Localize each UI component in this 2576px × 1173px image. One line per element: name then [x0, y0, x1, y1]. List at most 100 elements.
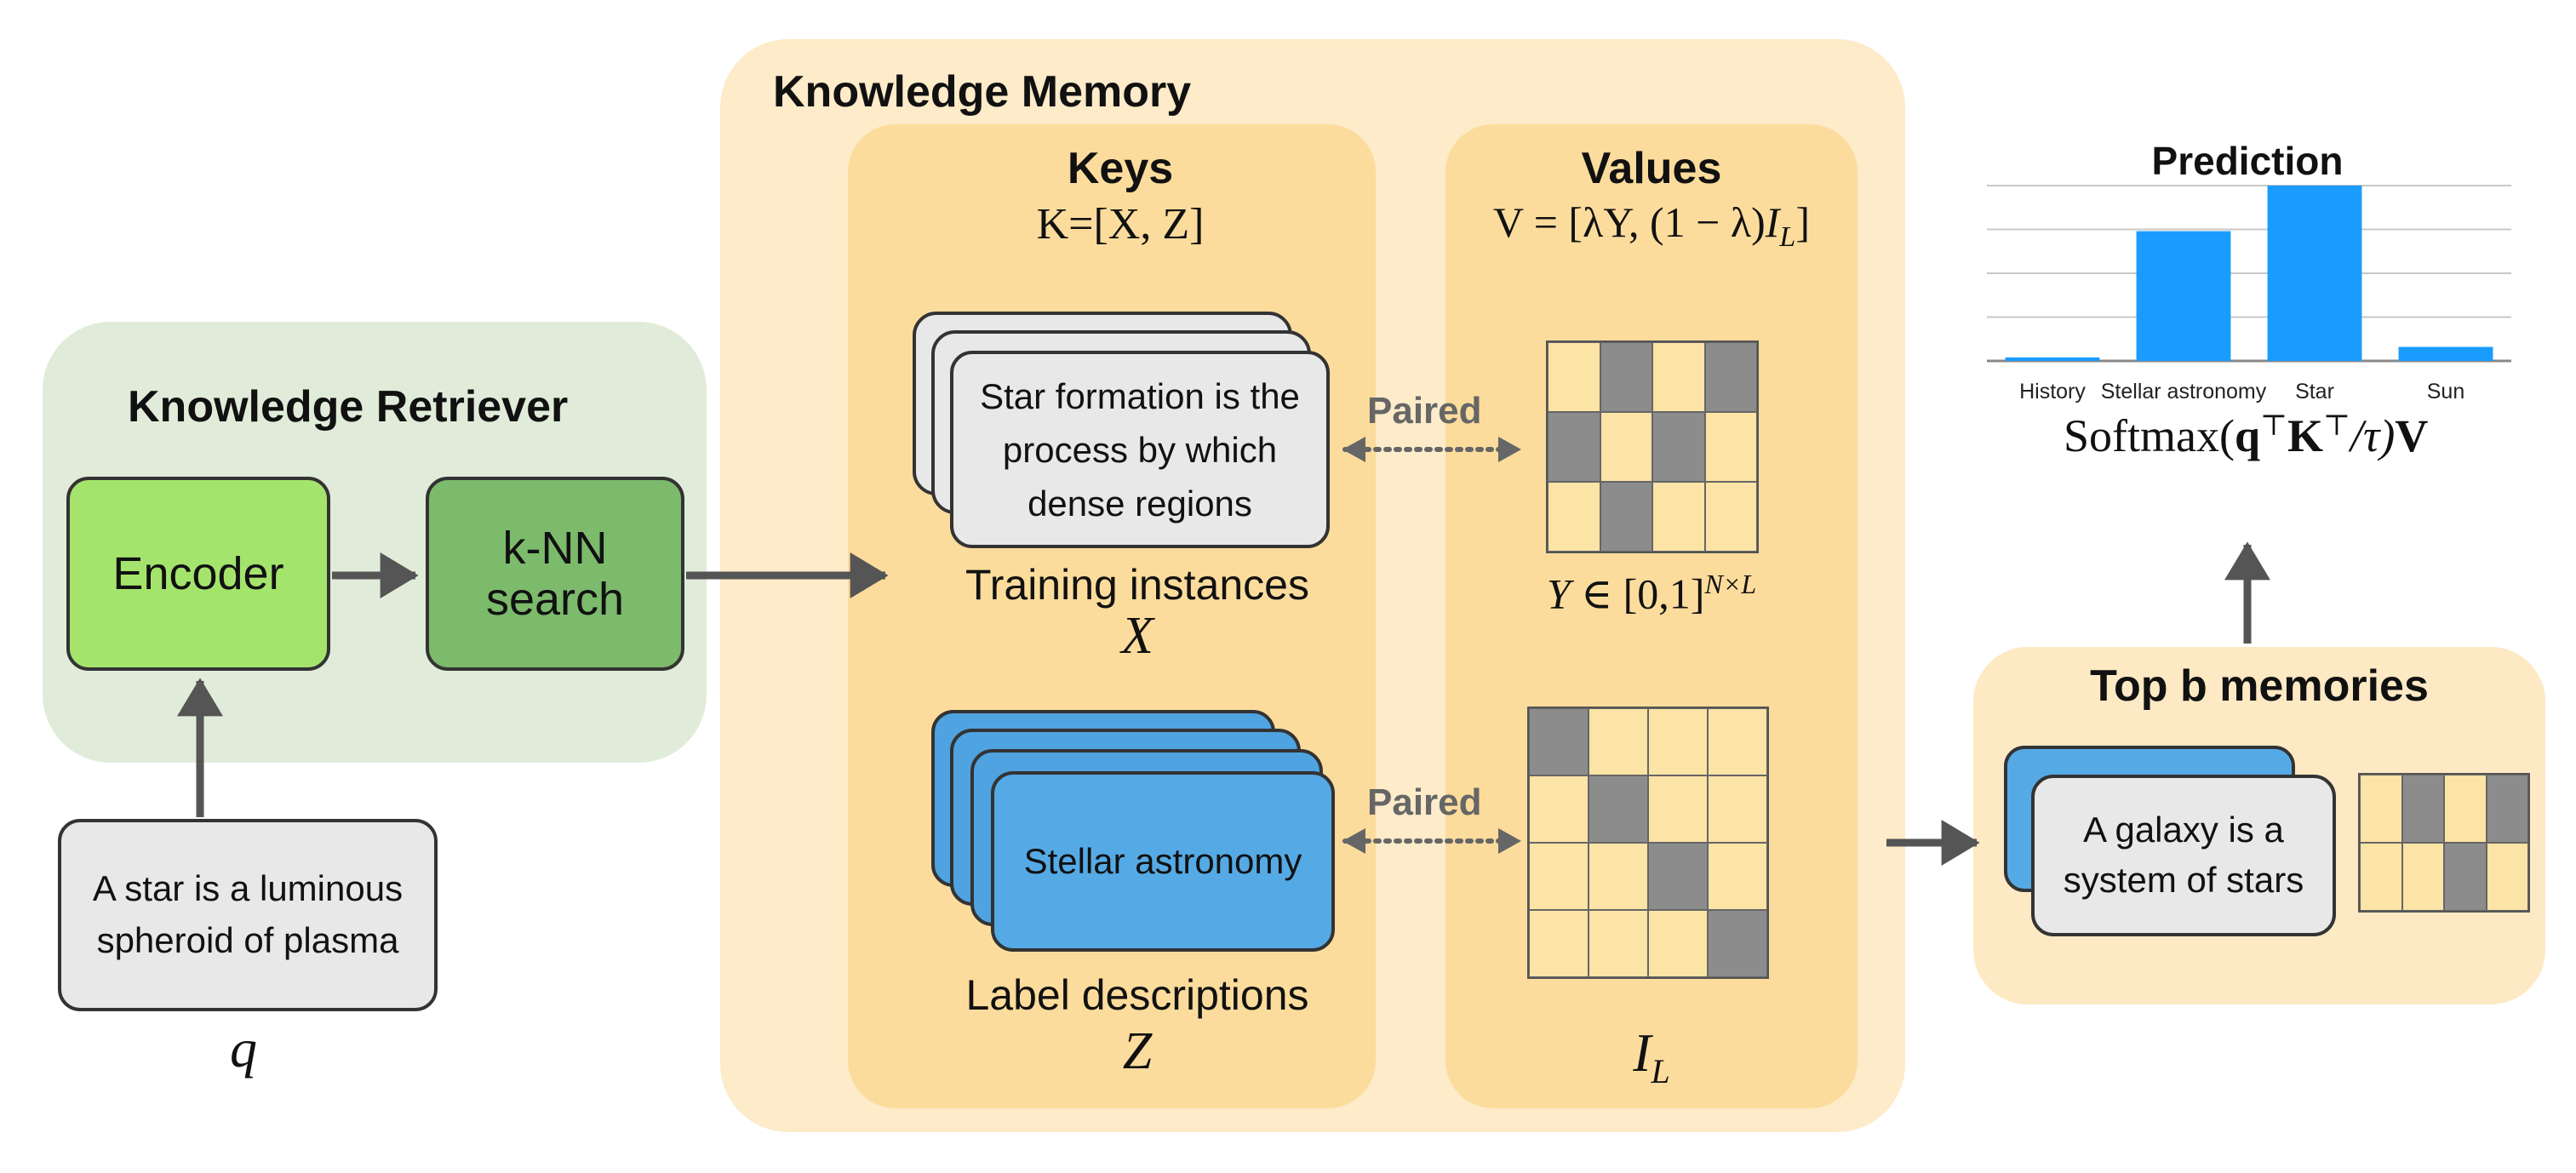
y-matrix-cell: [1600, 482, 1652, 552]
instance-line2: process by which: [1002, 429, 1278, 470]
encoder-label: Encoder: [112, 548, 284, 599]
tick-label: Sun: [2427, 380, 2464, 403]
top-matrix-cell: [2401, 775, 2444, 843]
il-matrix-cell: [1708, 708, 1767, 775]
knn-search-box: k-NN search: [426, 477, 684, 671]
y-matrix-cell: [1704, 482, 1757, 552]
formula-t2: ⊤: [2323, 410, 2351, 442]
y-matrix-cell: [1600, 412, 1652, 482]
top-card-line2: system of stars: [2063, 860, 2304, 900]
prediction-formula: Softmax(q⊤K⊤/τ)V: [2064, 409, 2428, 462]
il-matrix-cell: [1648, 910, 1708, 977]
tick-label: Stellar astronomy: [2101, 380, 2267, 403]
instances-symbol: X: [1121, 607, 1153, 665]
bar-history: [2005, 357, 2100, 361]
knn-label-line2: search: [485, 574, 625, 625]
values-formula: V = [λY, (1 − λ)IL]: [1445, 197, 1858, 254]
il-matrix-cell: [1529, 775, 1589, 843]
formula-k: K: [2287, 410, 2324, 461]
y-matrix-cell: [1652, 482, 1705, 552]
y-matrix-cell: [1704, 342, 1757, 412]
top-matrix-cell: [2444, 775, 2487, 843]
il-matrix-cell: [1708, 910, 1767, 977]
y-matrix-cell: [1548, 412, 1600, 482]
paired-label-bottom: Paired: [1367, 781, 1482, 823]
y-matrix-cell: [1652, 412, 1705, 482]
top-matrix: [2358, 773, 2530, 913]
knowledge-memory-title: Knowledge Memory: [773, 67, 1192, 117]
instance-card: Star formation is the process by which d…: [950, 351, 1330, 548]
il-matrix: [1527, 707, 1769, 979]
y-matrix-label: Y ∈ [0,1]N×L: [1445, 569, 1858, 619]
y-matrix-cell: [1704, 412, 1757, 482]
y-matrix-cell: [1548, 342, 1600, 412]
keys-formula: K=[X, Z]: [1036, 200, 1205, 249]
values-formula-i: I: [1765, 198, 1780, 246]
formula-v: V: [2395, 410, 2429, 461]
y-matrix-cell: [1548, 482, 1600, 552]
values-formula-prefix: V = [λY, (1 − λ): [1493, 198, 1766, 246]
il-matrix-cell: [1648, 843, 1708, 910]
il-matrix-cell: [1648, 775, 1708, 843]
values-formula-suffix: ]: [1795, 198, 1810, 246]
il-matrix-cell: [1529, 843, 1589, 910]
encoder-box: Encoder: [66, 477, 330, 671]
top-matrix-cell: [2486, 843, 2528, 911]
il-matrix-cell: [1529, 708, 1589, 775]
y-matrix: [1546, 340, 1759, 553]
il-matrix-cell: [1529, 910, 1589, 977]
il-matrix-cell: [1708, 775, 1767, 843]
il-matrix-cell: [1708, 843, 1767, 910]
top-card-line1: A galaxy is a: [2083, 810, 2284, 850]
il-sub: L: [1651, 1051, 1670, 1090]
top-matrix-cell: [2360, 775, 2402, 843]
instances-caption: Training instances: [965, 561, 1309, 609]
il-matrix-cell: [1589, 775, 1648, 843]
labels-symbol: Z: [1122, 1022, 1153, 1080]
il-label: IL: [1445, 1021, 1858, 1091]
il-matrix-cell: [1589, 708, 1648, 775]
il-matrix-cell: [1589, 843, 1648, 910]
y-sup: N×L: [1704, 569, 1757, 599]
top-card: A galaxy is a system of stars: [2031, 775, 2336, 936]
il-symbol: I: [1633, 1022, 1652, 1083]
top-matrix-cell: [2486, 775, 2528, 843]
instance-line3: dense regions: [1028, 483, 1252, 524]
knowledge-retriever-title: Knowledge Retriever: [128, 382, 569, 432]
labels-caption: Label descriptions: [965, 971, 1309, 1019]
query-box: A star is a luminous spheroid of plasma: [58, 819, 438, 1011]
tick-label: Star: [2295, 380, 2334, 403]
query-line2: spheroid of plasma: [96, 920, 399, 960]
bar-sun: [2398, 346, 2493, 361]
il-matrix-cell: [1589, 910, 1648, 977]
formula-tail: /τ): [2350, 410, 2396, 461]
tick-label: History: [2019, 380, 2086, 403]
bar-stellar-astronomy: [2136, 231, 2231, 361]
y-matrix-cell: [1600, 342, 1652, 412]
formula-t1: ⊤: [2260, 410, 2288, 442]
il-matrix-cell: [1648, 708, 1708, 775]
paired-label-top: Paired: [1367, 390, 1482, 432]
query-line1: A star is a luminous: [92, 868, 404, 909]
top-memories-title: Top b memories: [2090, 661, 2429, 711]
instance-line1: Star formation is the: [980, 375, 1300, 416]
keys-title: Keys: [1067, 144, 1174, 193]
knn-label-line1: k-NN: [502, 522, 608, 574]
y-set: ∈ [0,1]: [1570, 569, 1705, 618]
top-matrix-cell: [2444, 843, 2487, 911]
values-title: Values: [1581, 144, 1722, 193]
top-matrix-cell: [2360, 843, 2402, 911]
values-formula-sub: L: [1779, 221, 1796, 253]
label-text: Stellar astronomy: [1023, 841, 1302, 881]
y-symbol: Y: [1546, 569, 1571, 618]
top-matrix-cell: [2401, 843, 2444, 911]
label-card: Stellar astronomy: [991, 771, 1335, 952]
formula-q: q: [2234, 410, 2261, 461]
formula-fn: Softmax(: [2064, 410, 2235, 461]
prediction-title: Prediction: [2151, 139, 2344, 183]
query-symbol: q: [230, 1018, 257, 1079]
bar-star: [2267, 186, 2362, 361]
y-matrix-cell: [1652, 342, 1705, 412]
